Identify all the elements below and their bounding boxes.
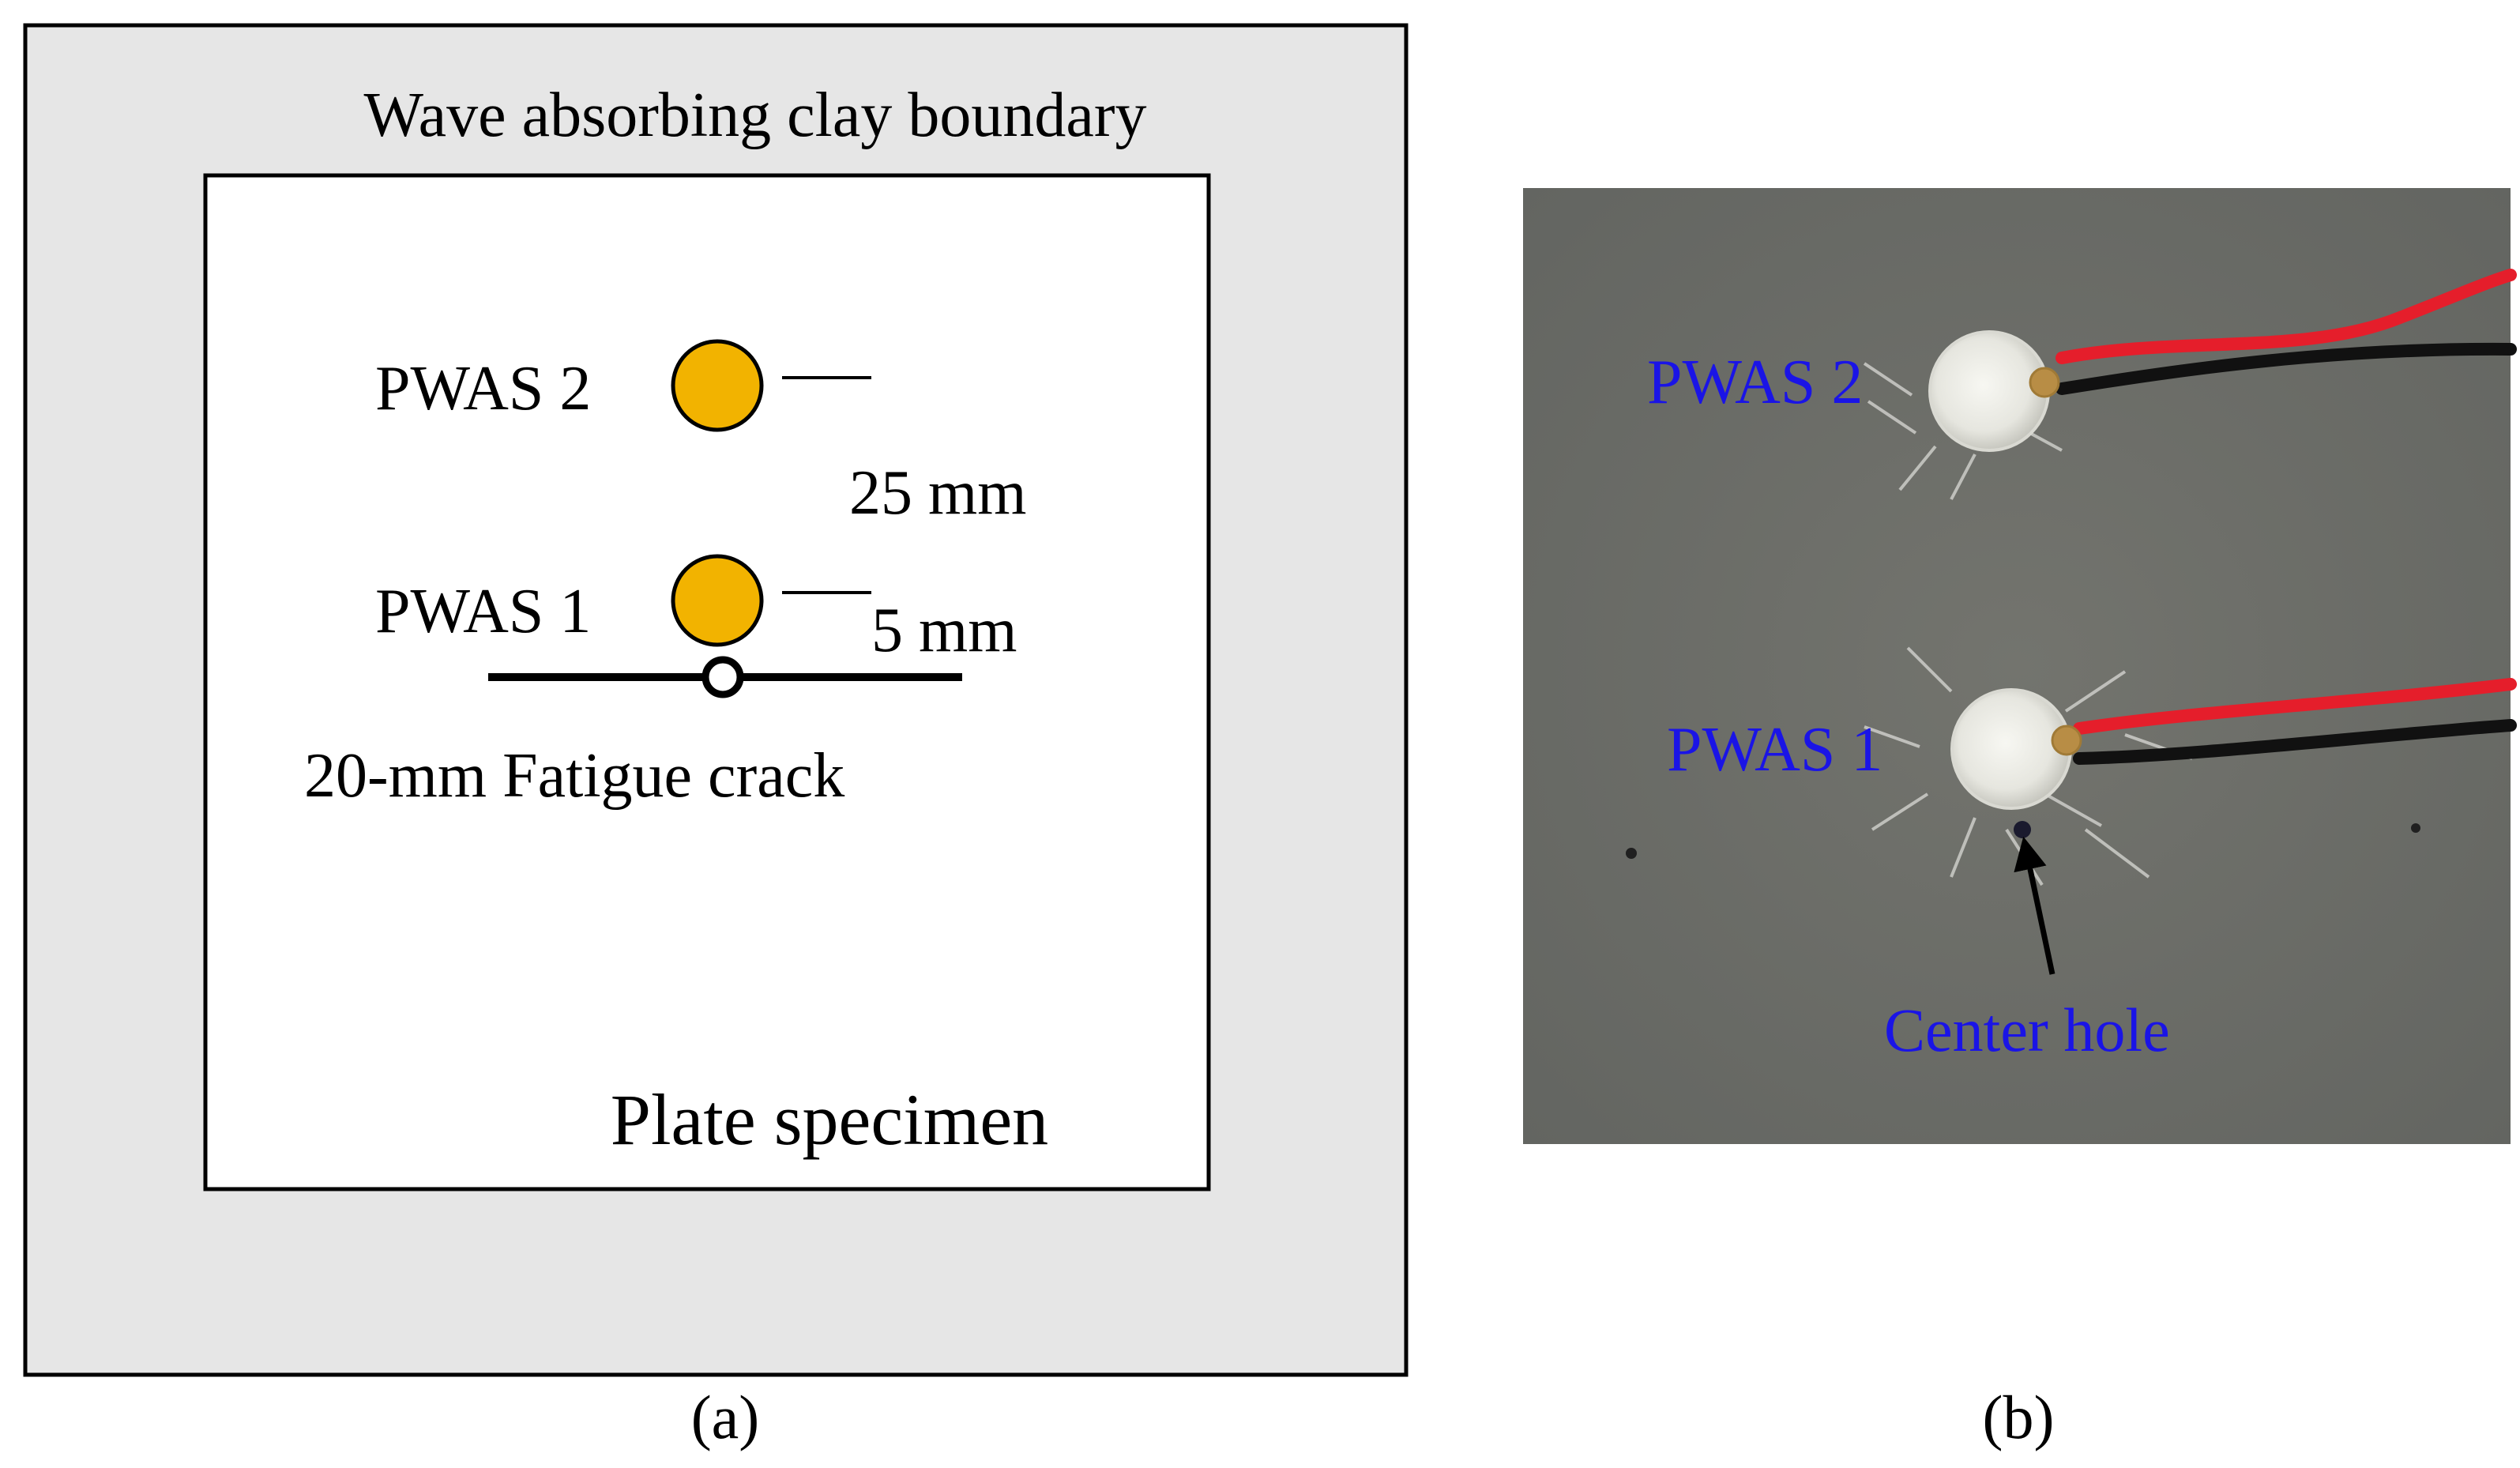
photo-pwas-2-electrode — [2029, 367, 2060, 398]
black-wire-upper — [2055, 342, 2517, 395]
center-hole-marker — [701, 656, 744, 698]
photo-center-hole — [2014, 821, 2031, 838]
center-hole-arrow — [2014, 836, 2055, 975]
pwas-1-label: PWAS 1 — [375, 577, 591, 646]
panel-b: PWAS 2 PWAS 1 Center hole (b) — [1523, 188, 2517, 1451]
photo-right-dot — [2411, 823, 2420, 833]
panel-a: Wave absorbing clay boundary PWAS 2 25 m… — [23, 23, 1409, 1451]
red-wire-lower — [2073, 678, 2517, 735]
photo-pwas-1-label: PWAS 1 — [1667, 715, 1882, 785]
photo-pwas-1-electrode — [2051, 725, 2082, 756]
red-wire-upper — [2055, 269, 2517, 364]
scratch-marks — [1863, 362, 2193, 886]
dimension-25mm-label: 25 mm — [849, 458, 1026, 528]
clay-boundary-label: Wave absorbing clay boundary — [363, 81, 1146, 150]
plate-specimen-label: Plate specimen — [611, 1079, 1048, 1160]
photo-left-dot — [1626, 848, 1637, 859]
pwas-1-disc — [671, 554, 764, 647]
photo-pwas-2-disc — [1928, 330, 2050, 452]
photo-pwas-1-disc — [1950, 688, 2072, 810]
pwas-2-label: PWAS 2 — [375, 354, 591, 423]
center-hole-label: Center hole — [1884, 996, 2170, 1064]
panel-a-caption: (a) — [691, 1383, 760, 1451]
dimension-5mm-label: 5 mm — [871, 596, 1017, 665]
black-wire-lower — [2073, 719, 2517, 765]
pwas-2-disc — [671, 339, 764, 432]
fatigue-crack-label: 20-mm Fatigue crack — [304, 741, 844, 811]
panel-b-caption: (b) — [1983, 1383, 2055, 1451]
photo-pwas-2-label: PWAS 2 — [1647, 348, 1863, 417]
